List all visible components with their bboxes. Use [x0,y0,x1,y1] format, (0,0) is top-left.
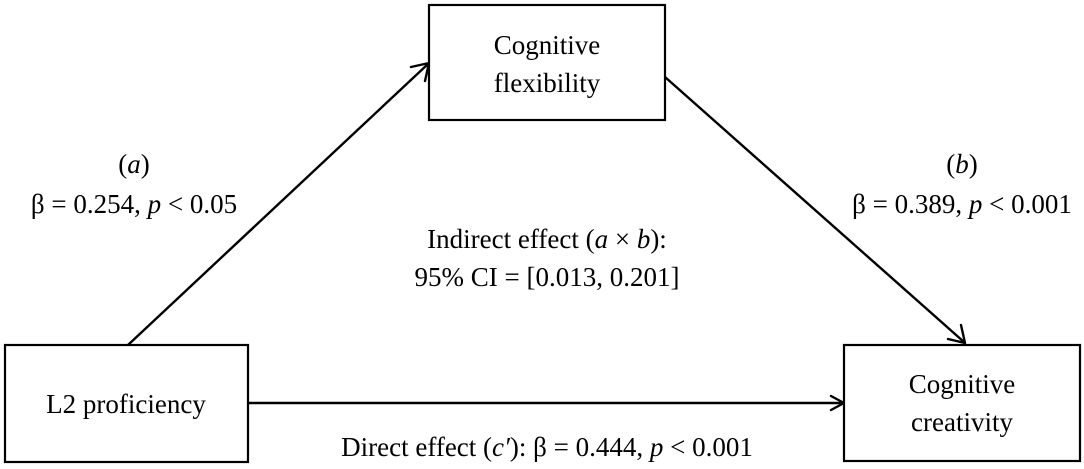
node-label-line2: creativity [911,407,1013,437]
path-a-tag: (a) [118,149,150,179]
node-label-line1: Cognitive [494,30,601,60]
indirect-effect-title: Indirect effect (a × b): [427,224,667,254]
path-b-stats: β = 0.389, p < 0.001 [852,189,1072,219]
node-box [842,343,1082,463]
path-a-arrow [127,63,429,346]
path-a-label: (a) β = 0.254, p < 0.05 [31,149,237,219]
indirect-effect-label: Indirect effect (a × b): 95% CI = [0.013… [415,224,680,292]
path-b-arrowhead [946,323,967,345]
direct-effect-label: Direct effect (c′): β = 0.444, p < 0.001 [341,432,753,462]
node-label-line1: Cognitive [909,369,1016,399]
node-box [3,343,250,464]
path-b-tag: (b) [946,149,978,179]
node-cognitive-creativity: Cognitive creativity [842,343,1082,463]
path-b-arrow [664,76,965,343]
indirect-effect-ci: 95% CI = [0.013, 0.201] [415,262,680,292]
node-box [427,3,667,122]
path-a-stats: β = 0.254, p < 0.05 [31,189,237,219]
node-label-line2: flexibility [494,68,601,98]
node-label: L2 proficiency [46,389,206,419]
direct-effect-stats: Direct effect (c′): β = 0.444, p < 0.001 [341,432,753,462]
path-b-label: (b) β = 0.389, p < 0.001 [852,149,1072,219]
node-cognitive-flexibility: Cognitive flexibility [427,3,667,122]
node-l2-proficiency: L2 proficiency [3,343,250,464]
